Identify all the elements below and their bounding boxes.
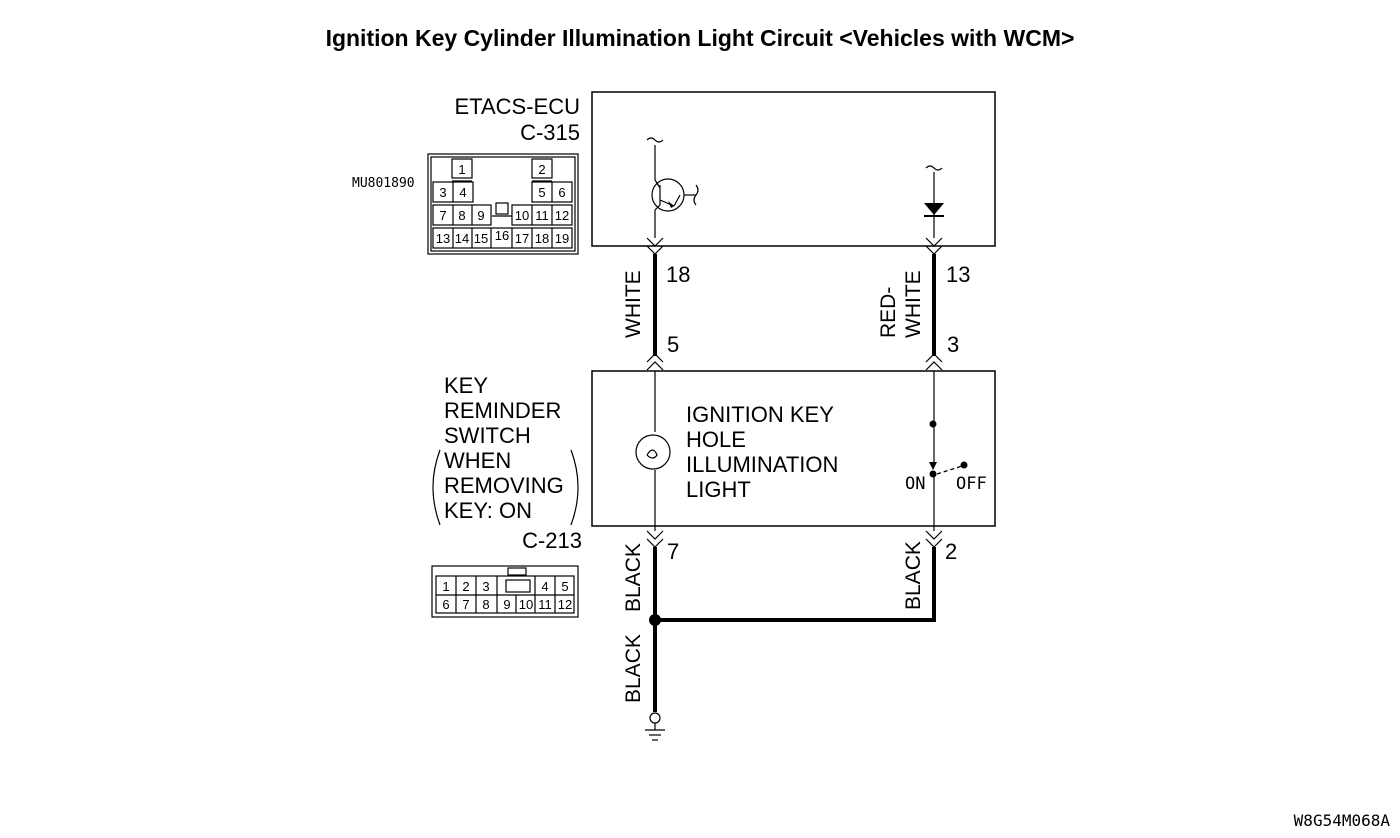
svg-text:10: 10 (515, 208, 529, 223)
pin-2-label: 2 (945, 539, 957, 564)
svg-text:14: 14 (455, 231, 469, 246)
etacs-connector-face (427, 153, 579, 255)
etacs-ecu-box (591, 91, 996, 247)
switch-pin-7-terminal (646, 530, 664, 548)
bulb-symbol (635, 434, 671, 470)
etacs-connector-label: C-315 (520, 120, 580, 145)
etacs-part-number: MU801890 (352, 176, 415, 191)
svg-text:REMOVING: REMOVING (444, 473, 564, 498)
svg-text:9: 9 (477, 208, 484, 223)
splice-point (649, 614, 661, 626)
svg-text:8: 8 (458, 208, 465, 223)
svg-text:17: 17 (515, 231, 529, 246)
svg-text:11: 11 (535, 208, 549, 223)
svg-text:5: 5 (561, 579, 568, 594)
pin-7-label: 7 (667, 539, 679, 564)
svg-text:KEY: ON: KEY: ON (444, 498, 532, 523)
svg-text:3: 3 (439, 185, 446, 200)
switch-pin-3-terminal (925, 353, 943, 371)
svg-text:HOLE: HOLE (686, 427, 746, 452)
switch-name-label: KEY REMINDER SWITCH WHEN REMOVING KEY: O… (432, 373, 579, 526)
svg-text:12: 12 (555, 208, 569, 223)
switch-connector-label: C-213 (522, 528, 582, 553)
etacs-ecu-label: ETACS-ECU (455, 94, 581, 119)
svg-text:15: 15 (474, 231, 488, 246)
svg-text:IGNITION KEY: IGNITION KEY (686, 402, 834, 427)
svg-text:5: 5 (538, 185, 545, 200)
svg-text:4: 4 (459, 185, 466, 200)
switch-off-label: OFF (956, 474, 987, 494)
svg-text:SWITCH: SWITCH (444, 423, 531, 448)
svg-text:7: 7 (439, 208, 446, 223)
illumination-light-label: IGNITION KEY HOLE ILLUMINATION LIGHT (686, 402, 838, 502)
svg-text:16: 16 (495, 228, 509, 243)
switch-pin-2-terminal (925, 530, 943, 548)
svg-text:1: 1 (458, 162, 465, 177)
svg-text:9: 9 (503, 597, 510, 612)
svg-text:4: 4 (541, 579, 548, 594)
pin-13-label: 13 (946, 262, 970, 287)
ground-wire-color-label: BLACK (622, 634, 645, 703)
pin-3-label: 3 (947, 332, 959, 357)
ground-symbol (645, 712, 665, 741)
svg-text:6: 6 (442, 597, 449, 612)
switch-connector-face (431, 565, 579, 618)
black-wire-color-label-right: BLACK (902, 541, 925, 610)
svg-text:8: 8 (482, 597, 489, 612)
svg-text:KEY: KEY (444, 373, 488, 398)
switch-connector-pin-labels: 1 2 3 4 5 6 7 8 9 10 11 12 (442, 579, 572, 612)
svg-text:19: 19 (555, 231, 569, 246)
svg-text:10: 10 (519, 597, 533, 612)
svg-text:WHEN: WHEN (444, 448, 511, 473)
white-wire-color-label-2: WHITE (902, 270, 925, 338)
switch-pin-5-terminal (646, 353, 664, 371)
svg-text:LIGHT: LIGHT (686, 477, 751, 502)
pin-5-label: 5 (667, 332, 679, 357)
svg-text:1: 1 (442, 579, 449, 594)
diagram-title: Ignition Key Cylinder Illumination Light… (326, 25, 1075, 51)
switch-contact-symbol (929, 371, 968, 526)
svg-text:12: 12 (558, 597, 572, 612)
svg-text:REMINDER: REMINDER (444, 398, 561, 423)
svg-text:13: 13 (436, 231, 450, 246)
svg-text:ILLUMINATION: ILLUMINATION (686, 452, 838, 477)
svg-text:2: 2 (538, 162, 545, 177)
diode-symbol (924, 165, 944, 238)
key-reminder-switch-box (591, 370, 996, 527)
switch-on-label: ON (905, 474, 925, 494)
transistor-symbol (646, 137, 699, 238)
white-wire-color-label: WHITE (622, 270, 645, 338)
svg-text:6: 6 (558, 185, 565, 200)
svg-text:18: 18 (535, 231, 549, 246)
etacs-connector-pin-labels: 1 2 3 4 5 6 7 8 9 10 11 12 13 14 15 16 1… (436, 162, 569, 246)
figure-code: W8G54M068A (1294, 811, 1391, 830)
svg-text:7: 7 (462, 597, 469, 612)
black-wire-color-label-left: BLACK (622, 543, 645, 612)
pin-18-label: 18 (666, 262, 690, 287)
svg-text:3: 3 (482, 579, 489, 594)
red-wire-color-label: RED- (877, 287, 900, 338)
svg-text:11: 11 (538, 597, 552, 612)
svg-text:2: 2 (462, 579, 469, 594)
